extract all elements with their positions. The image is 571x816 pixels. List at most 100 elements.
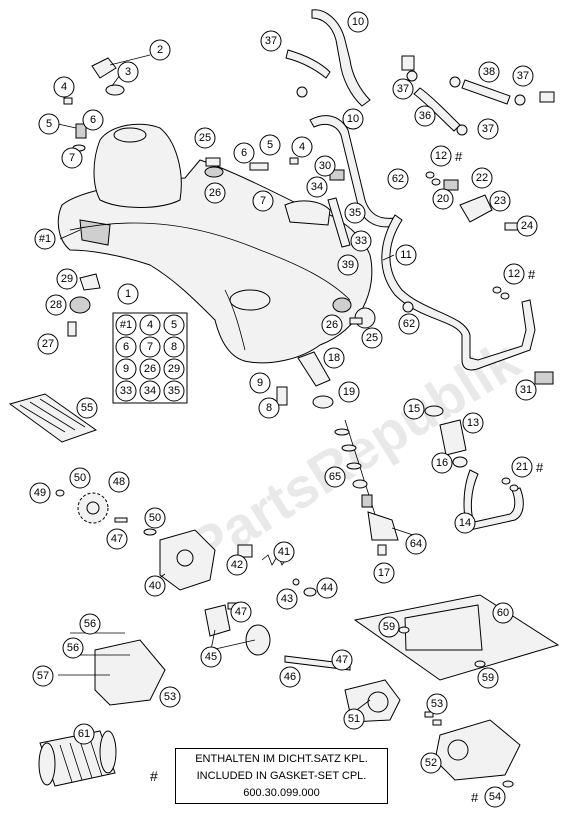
callout-circle <box>258 397 280 419</box>
callout-number: 5 <box>46 118 52 130</box>
upper-hoses <box>285 9 511 228</box>
mid-right-parts <box>332 297 414 329</box>
callout-38: 38 <box>478 61 500 83</box>
callout-number: 62 <box>392 173 404 185</box>
kit-item-number: 6 <box>123 341 129 353</box>
callout-52: 52 <box>420 752 442 774</box>
callout-circle <box>53 76 75 98</box>
callout-49: 49 <box>29 482 51 504</box>
callout-number: 38 <box>483 66 495 78</box>
callout-number: 26 <box>209 187 221 199</box>
callout-circle <box>45 294 67 316</box>
callout-26: 26 <box>321 314 343 336</box>
callout-circle <box>291 136 313 158</box>
left-fittings <box>63 97 87 152</box>
kit-item-number: #1 <box>120 319 132 331</box>
callout-23: 23 <box>489 190 511 212</box>
callout-number: 14 <box>459 517 471 529</box>
callout-number: 25 <box>366 332 378 344</box>
callout-number: 9 <box>257 377 263 389</box>
callout-circle <box>56 268 78 290</box>
callout-19: 19 <box>338 381 360 403</box>
callout-circle <box>462 412 484 434</box>
callout-circle <box>204 182 226 204</box>
callout-number: 6 <box>90 114 96 126</box>
kit-item-34: 34 <box>139 380 161 402</box>
callout-circle <box>512 65 534 87</box>
callout-number: 6 <box>241 147 247 159</box>
callout-number: 61 <box>78 728 90 740</box>
callout-number: 30 <box>319 160 331 172</box>
callout-number: 22 <box>476 172 488 184</box>
callout-number: 43 <box>281 593 293 605</box>
kit-item-circle <box>139 336 161 358</box>
legend-line-english: INCLUDED IN GASKET-SET CPL. <box>196 770 367 782</box>
callout-47: 47 <box>230 601 252 623</box>
callout-number: 15 <box>408 403 420 415</box>
callout-circle <box>511 456 533 478</box>
kit-item-circle <box>163 336 185 358</box>
callout-1: 1 <box>117 283 139 305</box>
legend-part-number: 600.30.099.000 <box>243 787 320 799</box>
tank-illustration <box>57 123 373 364</box>
callout-15: 15 <box>403 398 425 420</box>
callout-number: 49 <box>34 487 46 499</box>
callout-circle <box>273 541 295 563</box>
callout-number: 45 <box>205 651 217 663</box>
callout-number: 37 <box>265 35 277 47</box>
callout-36: 36 <box>414 105 436 127</box>
callout-33: 33 <box>350 230 372 252</box>
callout-hash1: #1 <box>34 228 56 250</box>
callout-37: 37 <box>512 65 534 87</box>
callout-number: 50 <box>149 512 161 524</box>
callout-circle <box>76 397 98 419</box>
pressure-valve-stack <box>334 419 399 556</box>
callout-number: 23 <box>494 195 506 207</box>
callout-number: 62 <box>403 318 415 330</box>
callout-circle <box>82 109 104 131</box>
kit-item-hash1: #1 <box>115 314 137 336</box>
kit-item-26: 26 <box>139 358 161 380</box>
callout-54: 54 <box>484 786 506 808</box>
callout-circle <box>344 202 366 224</box>
callout-circle <box>321 314 343 336</box>
callout-7: 7 <box>252 190 274 212</box>
callout-number: 24 <box>521 220 533 232</box>
callout-circle <box>515 379 537 401</box>
kit-item-circle <box>163 314 185 336</box>
callout-35: 35 <box>344 202 366 224</box>
kit-item-circle <box>115 358 137 380</box>
callout-number: 10 <box>347 113 359 125</box>
callout-circle <box>347 11 369 33</box>
footrest-plate <box>8 393 98 443</box>
left-mount-parts <box>67 273 101 337</box>
callout-number: 59 <box>482 672 494 684</box>
hash-marker: # <box>528 267 536 282</box>
callout-circle <box>395 244 417 266</box>
callout-17: 17 <box>373 562 395 584</box>
kit-item-number: 8 <box>171 341 177 353</box>
callout-circle <box>108 471 130 493</box>
callout-circle <box>471 167 493 189</box>
kit-item-9: 9 <box>115 358 137 380</box>
oil-pump-housing <box>143 528 216 591</box>
callout-22: 22 <box>471 167 493 189</box>
callout-number: #1 <box>39 233 51 245</box>
legend-hash-marker: # <box>150 768 158 784</box>
callout-18: 18 <box>323 347 345 369</box>
callout-circle <box>454 512 476 534</box>
callout-circle <box>342 108 364 130</box>
callout-number: 4 <box>299 141 305 153</box>
kit-item-number: 5 <box>171 319 177 331</box>
callout-41: 41 <box>273 541 295 563</box>
callout-number: 41 <box>278 546 290 558</box>
callout-14: 14 <box>454 512 476 534</box>
lower-oil-pump <box>344 679 521 788</box>
callout-circle <box>323 347 345 369</box>
callout-number: 37 <box>482 123 494 135</box>
callout-number: 7 <box>260 195 266 207</box>
callout-circle <box>489 190 511 212</box>
callout-circle <box>252 190 274 212</box>
kit-item-33: 33 <box>115 380 137 402</box>
